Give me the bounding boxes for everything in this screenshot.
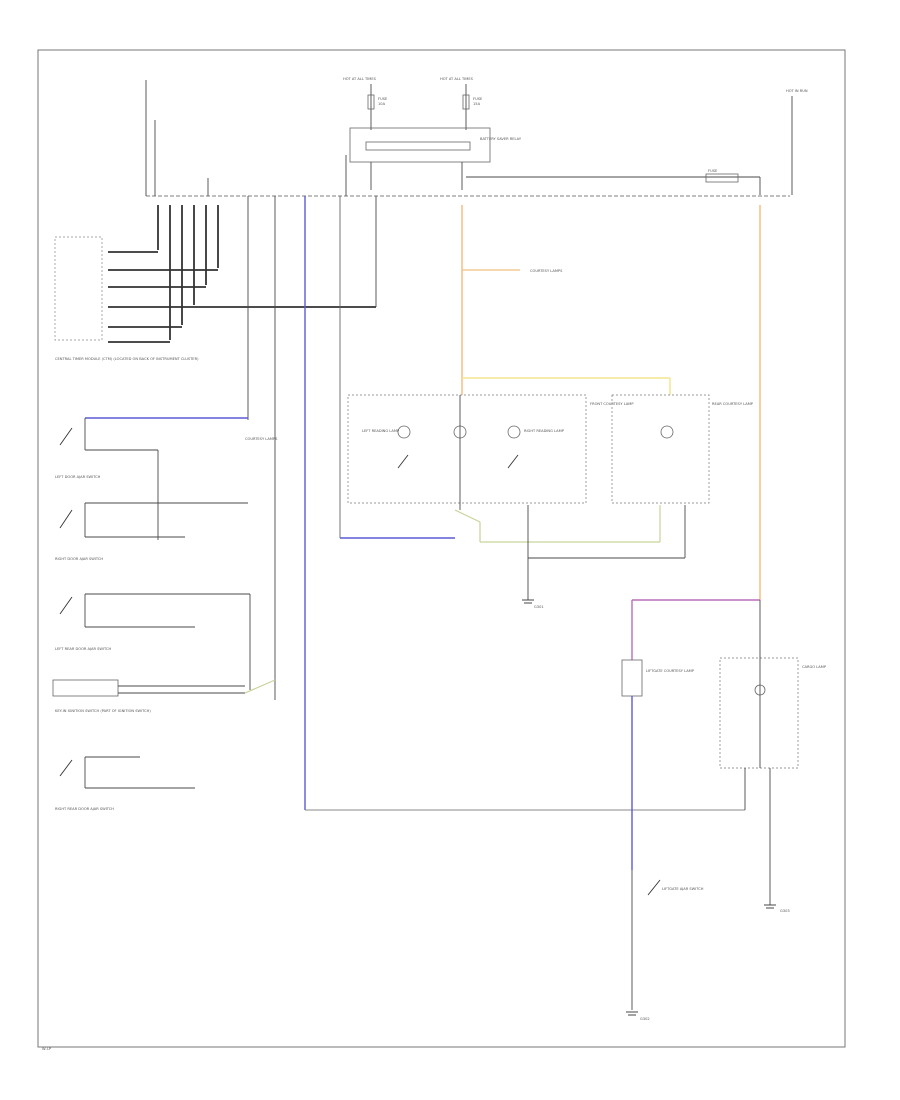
svg-text:LIFTGATE COURTESY LAMP: LIFTGATE COURTESY LAMP xyxy=(646,669,695,673)
svg-text:FUSE: FUSE xyxy=(473,97,483,101)
svg-text:10A: 10A xyxy=(378,102,386,106)
power-feeds: HOT AT ALL TIMES HOT AT ALL TIMES HOT IN… xyxy=(343,77,808,195)
svg-text:COURTESY LAMPS: COURTESY LAMPS xyxy=(530,269,563,273)
lamp-right-reading xyxy=(507,425,521,439)
diagram-frame xyxy=(37,49,846,1048)
svg-text:COURTESY LAMPS: COURTESY LAMPS xyxy=(245,437,278,441)
label-hot-at-all-times-1: HOT AT ALL TIMES xyxy=(343,77,377,81)
svg-text:RIGHT DOOR AJAR SWITCH: RIGHT DOOR AJAR SWITCH xyxy=(55,557,103,561)
cargo-lamp-box xyxy=(719,657,799,769)
svg-text:G301: G301 xyxy=(534,605,544,609)
svg-text:CENTRAL TIMER MODULE (CTM) (LO: CENTRAL TIMER MODULE (CTM) (LOCATED ON B… xyxy=(55,357,199,361)
front-courtesy-lamp-box: FRONT COURTESY LAMP LEFT READING LAMP RI… xyxy=(347,394,634,510)
svg-text:RIGHT REAR DOOR AJAR SWITCH: RIGHT REAR DOOR AJAR SWITCH xyxy=(55,807,114,811)
fuse-3 xyxy=(705,173,739,183)
svg-text:CARGO LAMP: CARGO LAMP xyxy=(802,665,827,669)
svg-text:KEY-IN IGNITION SWITCH (PART O: KEY-IN IGNITION SWITCH (PART OF IGNITION… xyxy=(55,709,151,713)
fuse-2 xyxy=(462,94,470,110)
svg-text:BATTERY SAVER RELAY: BATTERY SAVER RELAY xyxy=(480,137,522,141)
svg-text:LEFT REAR DOOR AJAR SWITCH: LEFT REAR DOOR AJAR SWITCH xyxy=(55,647,111,651)
label-hot-at-all-times-2: HOT AT ALL TIMES xyxy=(440,77,474,81)
svg-text:LIFTGATE AJAR SWITCH: LIFTGATE AJAR SWITCH xyxy=(662,887,704,891)
svg-text:RIGHT READING LAMP: RIGHT READING LAMP xyxy=(524,429,565,433)
svg-text:LEFT DOOR AJAR SWITCH: LEFT DOOR AJAR SWITCH xyxy=(55,475,101,479)
footer-code: W-I-P xyxy=(42,1047,52,1051)
battery-saver-relay xyxy=(349,127,491,163)
svg-text:G303: G303 xyxy=(780,909,790,913)
liftgate-section: LIFTGATE COURTESY LAMP LIFTGATE AJAR SWI… xyxy=(621,599,827,1021)
central-timer-module: CENTRAL TIMER MODULE (CTM) (LOCATED ON B… xyxy=(54,196,377,700)
lamp-ground-wires: G301 xyxy=(454,505,686,609)
lamp-left-reading xyxy=(397,425,411,439)
svg-text:LEFT READING LAMP: LEFT READING LAMP xyxy=(362,429,400,433)
svg-text:FUSE: FUSE xyxy=(378,97,388,101)
door-switches: LEFT DOOR AJAR SWITCH COURTESY LAMPS RIG… xyxy=(52,417,278,811)
rear-courtesy-lamp-box: REAR COURTESY LAMP xyxy=(611,394,754,504)
svg-text:REAR COURTESY LAMP: REAR COURTESY LAMP xyxy=(712,402,754,406)
blue-wires xyxy=(304,196,745,811)
svg-text:15A: 15A xyxy=(473,102,481,106)
liftgate-lamp xyxy=(621,659,643,697)
orange-feeds: COURTESY LAMPS xyxy=(461,205,761,600)
ctm-connector-bus xyxy=(145,80,790,197)
label-hot-in-run: HOT IN RUN xyxy=(786,89,808,93)
fuse-1 xyxy=(367,94,375,110)
svg-text:G302: G302 xyxy=(640,1017,650,1021)
svg-text:FUSE: FUSE xyxy=(708,169,718,173)
